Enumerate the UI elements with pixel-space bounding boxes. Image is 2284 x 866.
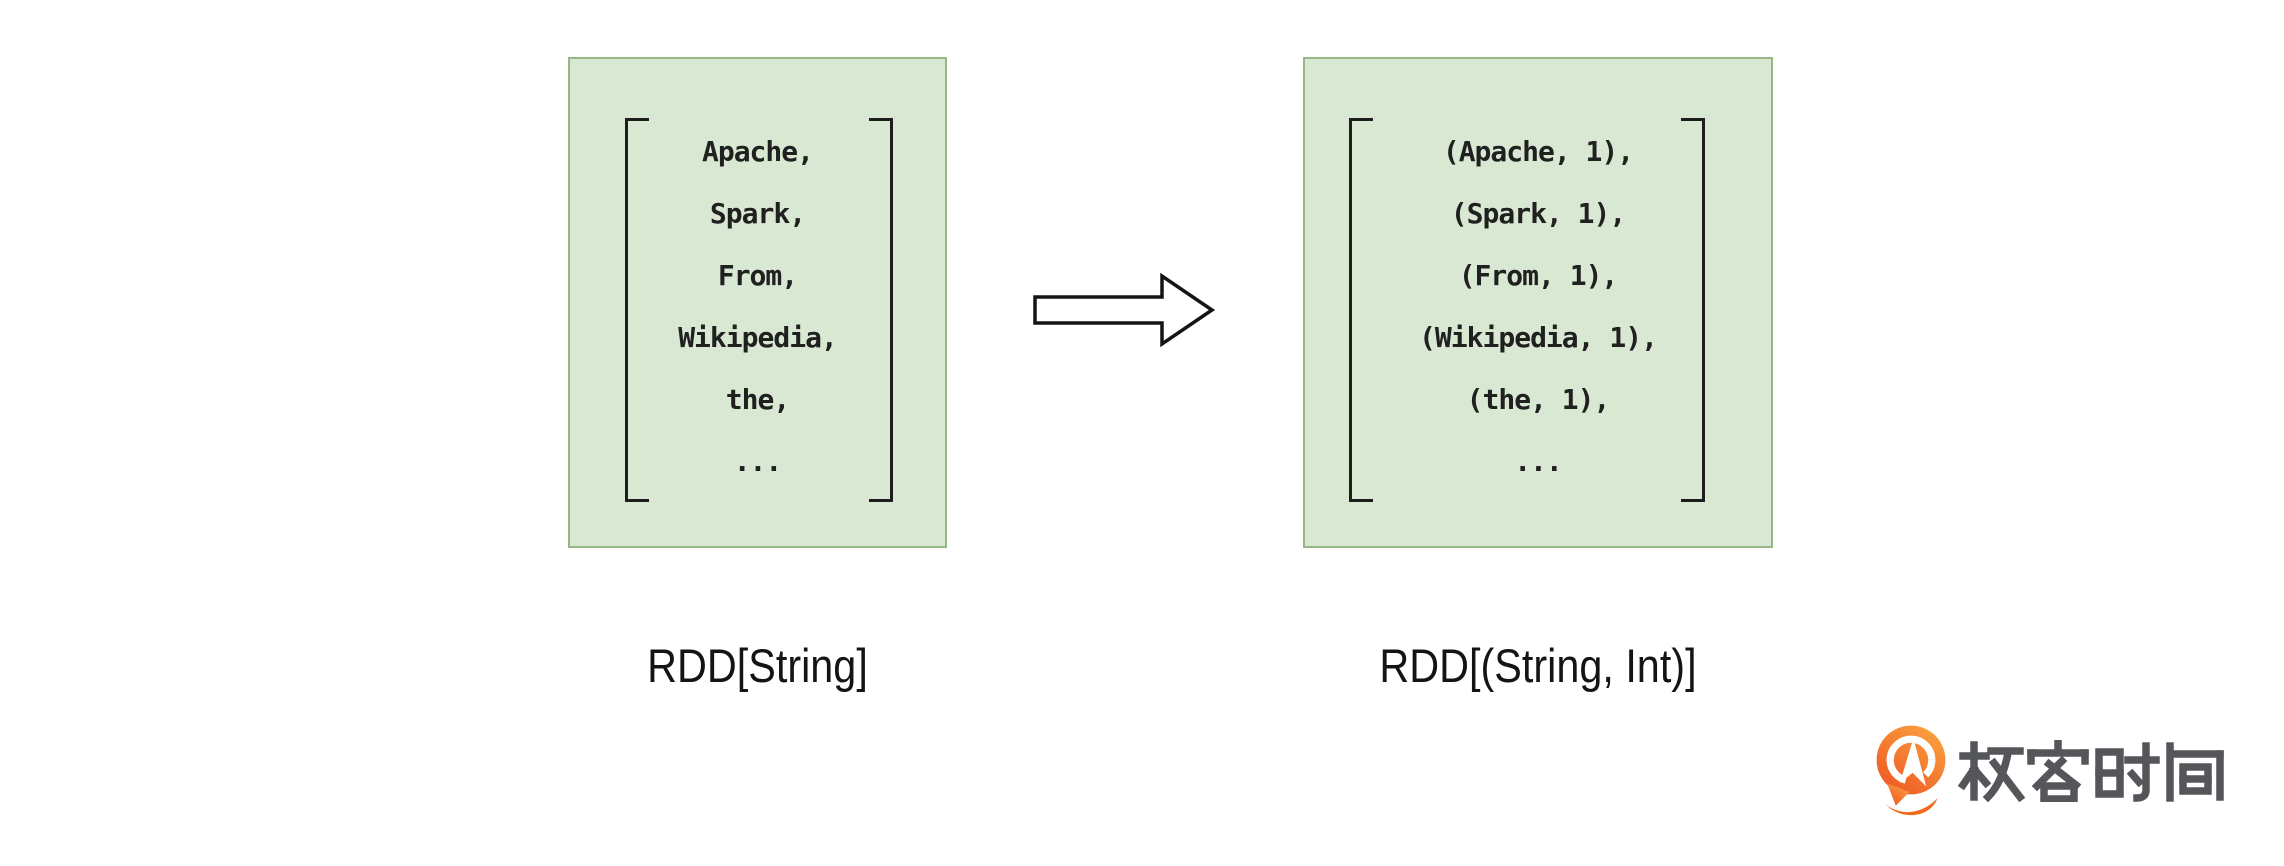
rdd-string-box: Apache, Spark, From, Wikipedia, the, ... bbox=[568, 57, 947, 548]
open-bracket-icon bbox=[1349, 118, 1373, 502]
glyph-shi bbox=[2095, 742, 2160, 802]
rdd-string-int-label: RDD[(String, Int)] bbox=[1379, 639, 1697, 692]
rdd-item: (Apache, 1), bbox=[1442, 135, 1634, 168]
close-bracket-icon bbox=[869, 118, 893, 502]
rdd-item: (the, 1), bbox=[1466, 383, 1611, 416]
glyph-jian bbox=[2166, 742, 2224, 802]
geektime-logo-wordmark bbox=[1958, 740, 2224, 802]
rdd-item-ellipsis: ... bbox=[733, 445, 783, 478]
rdd-item: the, bbox=[725, 383, 790, 416]
rdd-item: Spark, bbox=[709, 197, 806, 230]
rdd-string-items: Apache, Spark, From, Wikipedia, the, ... bbox=[570, 121, 945, 493]
geektime-logo-text: 极客时间 bbox=[0, 0, 1, 1]
rdd-item: Wikipedia, bbox=[678, 321, 838, 354]
rdd-string-int-box: (Apache, 1), (Spark, 1), (From, 1), (Wik… bbox=[1303, 57, 1773, 548]
rdd-item: From, bbox=[717, 259, 798, 292]
rdd-string-int-items: (Apache, 1), (Spark, 1), (From, 1), (Wik… bbox=[1305, 121, 1771, 493]
glyph-ji bbox=[1958, 741, 2026, 802]
open-bracket-icon bbox=[625, 118, 649, 502]
rdd-string-label: RDD[String] bbox=[647, 639, 868, 692]
rdd-item-ellipsis: ... bbox=[1514, 445, 1563, 478]
transform-arrow-icon bbox=[1033, 272, 1216, 348]
geektime-logo-icon bbox=[1876, 725, 1946, 816]
rdd-item: (From, 1), bbox=[1458, 259, 1619, 292]
glyph-ke bbox=[2027, 740, 2089, 802]
rdd-item: (Spark, 1), bbox=[1450, 197, 1626, 230]
rdd-item: Apache, bbox=[701, 135, 814, 168]
rdd-item: (Wikipedia, 1), bbox=[1419, 321, 1658, 354]
close-bracket-icon bbox=[1681, 118, 1705, 502]
